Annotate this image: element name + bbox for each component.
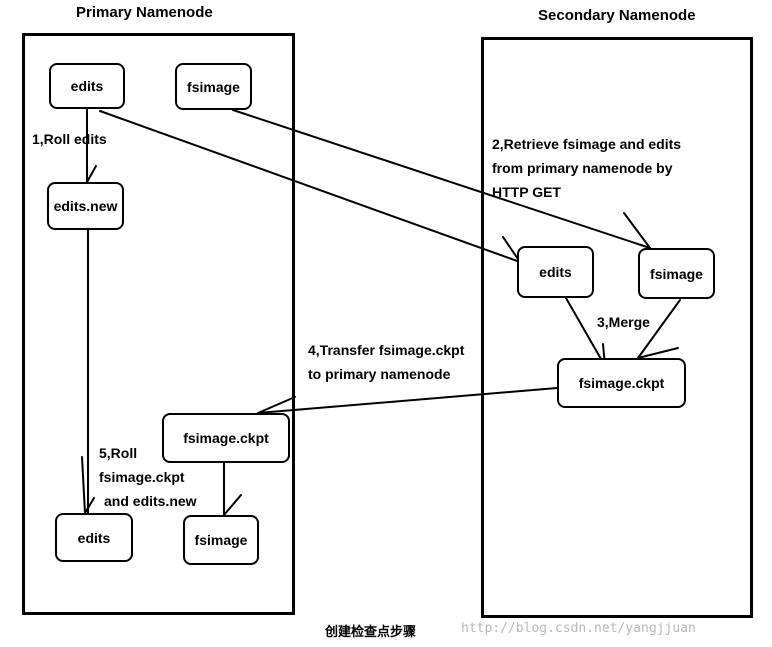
primary-bottom-edits-label: edits xyxy=(77,529,111,546)
primary-edits-new-label: edits.new xyxy=(53,198,118,214)
primary-namenode-title: Primary Namenode xyxy=(76,4,213,21)
step2-line-1: 2,Retrieve fsimage and edits xyxy=(492,136,682,152)
edits-new-arrowhead xyxy=(86,165,97,183)
watermark: http://blog.csdn.net/yangjjuan xyxy=(461,621,696,636)
merge-fsimage-line xyxy=(637,299,681,359)
secondary-fsimage-arrowhead xyxy=(623,212,651,249)
bottom-fsimage-arrowhead xyxy=(223,494,242,516)
primary-bottom-fsimage-label: fsimage xyxy=(194,532,248,548)
step2-label: 2,Retrieve fsimage and edits from primar… xyxy=(492,132,681,204)
primary-edits-label: edits xyxy=(70,78,104,94)
primary-namenode-panel xyxy=(22,33,295,615)
primary-fsimage-node: fsimage xyxy=(175,63,252,110)
step5-label: 5,Roll fsimage.ckpt and edits.new xyxy=(99,441,197,513)
primary-bottom-fsimage-node: fsimage xyxy=(183,515,259,565)
step3-label: 3,Merge xyxy=(597,314,650,330)
secondary-namenode-title: Secondary Namenode xyxy=(538,7,696,24)
primary-edits-new-node: edits.new xyxy=(47,182,124,230)
secondary-fsimage-node: fsimage xyxy=(638,248,715,299)
primary-fsimage-ckpt-label: fsimage.ckpt xyxy=(183,430,269,446)
step2-line-2: from primary namenode by xyxy=(492,160,673,176)
step5-line-1: 5,Roll xyxy=(99,445,138,461)
merge-edits-line xyxy=(565,297,606,367)
retrieve-edits-line xyxy=(99,110,521,263)
transfer-ckpt-arrowhead xyxy=(257,396,296,414)
secondary-fsimage-ckpt-label: fsimage.ckpt xyxy=(578,375,665,391)
secondary-fsimage-label: fsimage xyxy=(650,265,703,282)
transfer-ckpt-line xyxy=(257,387,558,414)
merge-fsimage-arrowhead xyxy=(637,347,679,359)
primary-fsimage-label: fsimage xyxy=(187,78,240,95)
secondary-fsimage-ckpt-node: fsimage.ckpt xyxy=(557,358,686,408)
secondary-edits-label: edits xyxy=(539,264,572,280)
secondary-namenode-panel xyxy=(481,37,753,618)
step5-line-3: and edits.new xyxy=(104,493,197,509)
step4-label: 4,Transfer fsimage.ckpt to primary namen… xyxy=(308,338,464,386)
primary-edits-node: edits xyxy=(49,63,125,109)
retrieve-fsimage-line xyxy=(232,109,651,249)
secondary-edits-node: edits xyxy=(517,246,594,298)
figure-caption: 创建检查点步骤 xyxy=(325,624,417,639)
step4-line-2: to primary namenode xyxy=(308,366,451,382)
primary-fsimage-ckpt-node: fsimage.ckpt xyxy=(162,413,290,463)
step1-label: 1,Roll edits xyxy=(32,131,107,147)
primary-bottom-edits-node: edits xyxy=(55,513,133,562)
step4-line-1: 4,Transfer fsimage.ckpt xyxy=(308,342,465,358)
step2-line-3: HTTP GET xyxy=(492,184,561,200)
step5-line-2: fsimage.ckpt xyxy=(99,469,185,485)
